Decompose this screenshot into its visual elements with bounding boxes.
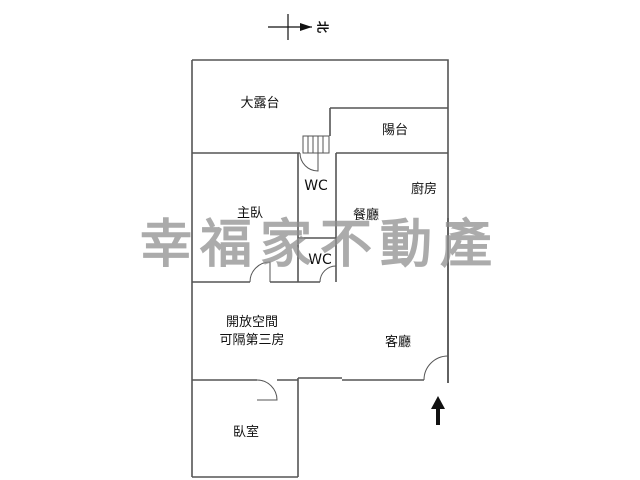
watermark: 幸福家不動產 [140, 215, 500, 275]
compass-label: 北 [316, 21, 331, 33]
room-label-wc-lower: WC [308, 252, 332, 268]
doors [249, 152, 449, 401]
door-wc-upper [299, 152, 319, 172]
up-arrow-icon [431, 396, 445, 425]
walls [191, 59, 449, 478]
north-arrow-icon [300, 23, 312, 31]
room-label-master-bedroom: 主臥 [237, 206, 263, 221]
room-label-balcony: 陽台 [382, 123, 408, 138]
room-label-open-space-line2: 可隔第三房 [219, 332, 284, 348]
room-label-living: 客廳 [385, 334, 411, 350]
door-master [249, 261, 271, 283]
room-label-wc-upper: WC [304, 178, 328, 194]
room-label-big-terrace: 大露台 [240, 96, 279, 111]
room-label-kitchen: 廚房 [411, 181, 437, 197]
door-entrance [423, 355, 449, 381]
door-wc-lower [319, 265, 337, 283]
room-label-bedroom: 臥室 [233, 424, 259, 440]
compass: 北 [268, 14, 331, 40]
room-label-open-space-line1: 開放空間 [226, 315, 278, 330]
stairs-icon [302, 135, 330, 154]
room-label-dining: 餐廳 [353, 207, 379, 223]
door-bedroom [256, 379, 278, 401]
